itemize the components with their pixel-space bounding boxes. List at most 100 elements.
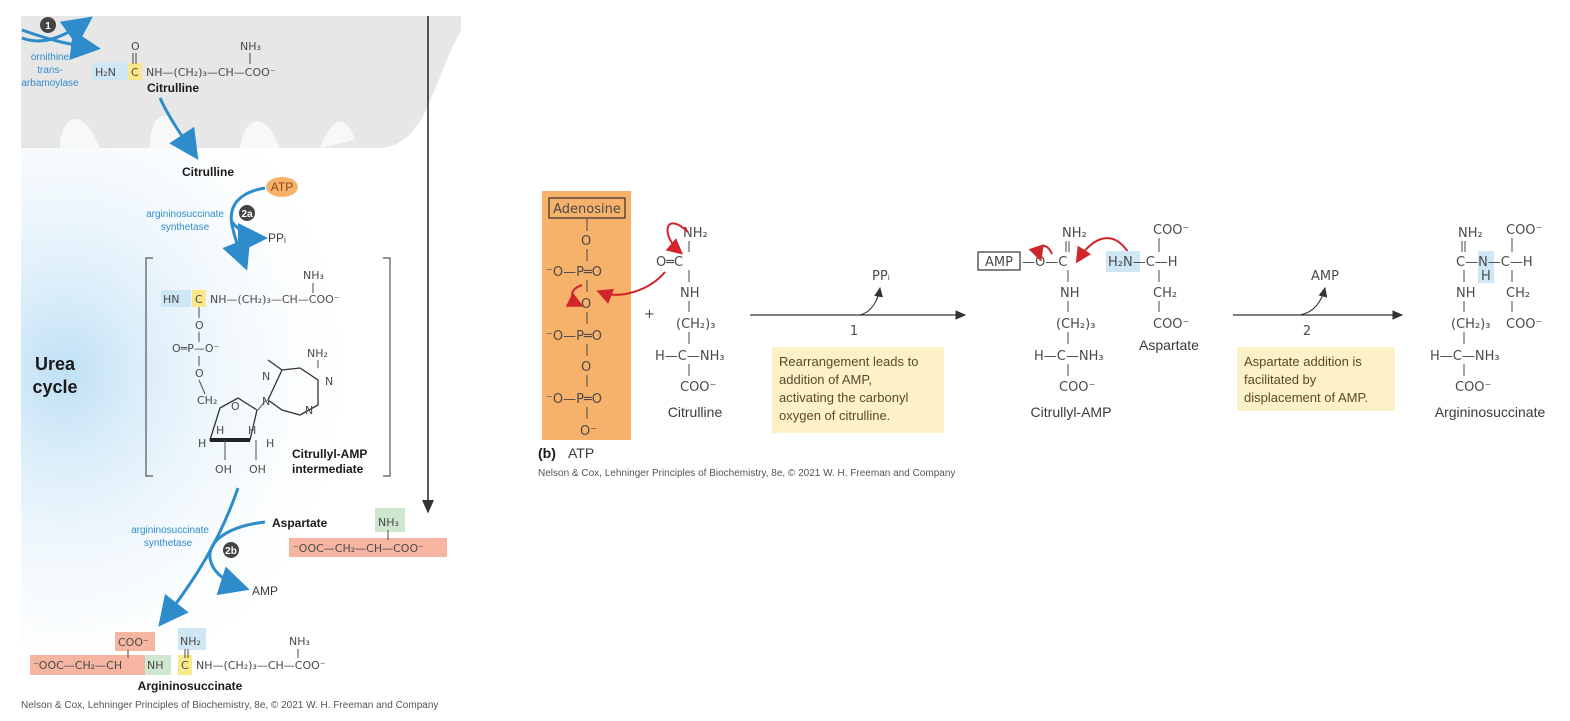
ppi-release-arrow [230,221,268,253]
svg-text:NH—(CH₂)₃—CH—COO⁻: NH—(CH₂)₃—CH—COO⁻ [146,66,276,79]
svg-text:HN: HN [163,293,180,306]
svg-text:OH: OH [249,463,266,476]
adenine-ring [267,359,319,416]
bridge-o: O [195,367,204,380]
step2a-badge [239,205,255,221]
svg-text:O: O [131,40,140,53]
svg-text:H₂N—C—H: H₂N—C—H [1108,255,1178,270]
svg-text:⁻O—P═O: ⁻O—P═O [546,265,602,280]
svg-text:(CH₂)₃: (CH₂)₃ [1451,317,1490,332]
svg-text:NH: NH [1060,286,1080,301]
atp-oval [266,177,298,197]
hl-yellow-c [128,63,142,80]
curly-arrow-attack [596,271,666,304]
svg-text:2a: 2a [241,209,253,220]
svg-text:O: O [581,234,591,249]
svg-text:N: N [305,404,313,417]
svg-text:oxygen of citrulline.: oxygen of citrulline. [779,408,890,423]
svg-text:NH₂: NH₂ [1062,226,1087,241]
svg-text:cycle: cycle [32,377,77,397]
citrullyl-amp-structure: —O—C NH₂ NH (CH₂)₃ H—C—NH₃ COO⁻ [1022,226,1104,395]
svg-text:activating the carbonyl: activating the carbonyl [779,390,908,405]
mitochondrion-matrix [21,16,461,148]
step1-badge [40,17,56,33]
svg-text:Citrulline: Citrulline [668,404,723,420]
adenosine-box [548,197,626,219]
svg-text:NH₂: NH₂ [180,635,201,648]
svg-text:COO⁻: COO⁻ [680,380,716,395]
svg-text:NH—(CH₂)₃—CH—COO⁻: NH—(CH₂)₃—CH—COO⁻ [196,659,326,672]
svg-text:facilitated by: facilitated by [1244,372,1317,387]
svg-text:NH₃: NH₃ [378,516,399,529]
hl-blue-hn [161,290,191,307]
bracket-left [145,257,153,477]
svg-text:Urea: Urea [35,354,76,374]
svg-text:Aspartate addition is: Aspartate addition is [1244,354,1362,369]
citrulline-structure: NH₂ O═C NH (CH₂)₃ H—C—NH₃ COO⁻ [655,226,725,395]
svg-text:NH: NH [147,659,164,672]
svg-text:Adenosine: Adenosine [553,202,621,217]
svg-text:COO⁻: COO⁻ [1455,380,1491,395]
bracket-right [383,257,391,477]
svg-text:(b): (b) [538,445,556,461]
svg-text:NH₂: NH₂ [307,347,328,360]
svg-text:ATP: ATP [271,180,293,194]
svg-text:H: H [1481,269,1491,284]
svg-text:CH₂: CH₂ [1153,286,1177,301]
svg-text:Citrullyl-AMP: Citrullyl-AMP [292,447,367,461]
svg-text:Nelson & Cox, Lehninger Princi: Nelson & Cox, Lehninger Principles of Bi… [21,700,438,711]
svg-text:N: N [262,395,270,408]
svg-text:NH₂: NH₂ [1458,226,1483,241]
hl-blue-h2n [92,63,128,80]
svg-text:1: 1 [45,21,51,32]
amp-box [977,251,1021,271]
svg-text:C—N—C—H: C—N—C—H [1456,255,1533,270]
svg-text:arbamoylase: arbamoylase [21,78,79,89]
left-panel: 1 ornithine trans- arbamoylase H₂N C NH—… [21,16,461,711]
svg-text:Aspartate: Aspartate [272,516,328,530]
plus-sign: + [644,307,655,322]
svg-text:C: C [195,293,203,306]
svg-text:—O—C: —O—C [1022,255,1067,270]
svg-text:AMP: AMP [252,584,278,598]
svg-text:Aspartate: Aspartate [1139,337,1199,353]
svg-text:AMP: AMP [1311,269,1339,284]
hl-salmon-coo [115,632,155,651]
svg-text:COO⁻: COO⁻ [118,636,149,649]
svg-text:O: O [231,400,240,413]
hl-salmon-left [30,655,145,675]
svg-text:Citrulline: Citrulline [182,165,234,179]
svg-text:displacement of AMP.: displacement of AMP. [1244,390,1368,405]
svg-text:OH: OH [215,463,232,476]
svg-text:C: C [131,66,139,79]
svg-text:O═C: O═C [656,255,683,270]
curly-arrow-carbonyl [665,222,689,255]
svg-text:N: N [262,370,270,383]
svg-text:argininosuccinate: argininosuccinate [146,209,224,220]
step1-ppi-arrow [859,286,883,316]
svg-text:COO⁻: COO⁻ [1506,317,1542,332]
svg-text:NH₃: NH₃ [240,40,261,53]
triphosphate-chain: O ⁻O—P═O O ⁻O—P═O O ⁻O—P═O O⁻ [546,219,602,439]
svg-text:⁻O—P═O: ⁻O—P═O [546,392,602,407]
svg-text:2: 2 [1303,324,1311,339]
svg-text:1: 1 [850,324,858,339]
curly-arrow-pyro [565,284,584,307]
svg-text:(CH₂)₃: (CH₂)₃ [676,317,715,332]
step2b-badge [223,542,239,558]
svg-text:intermediate: intermediate [292,462,364,476]
svg-text:COO⁻: COO⁻ [1059,380,1095,395]
hl-green-nh [145,655,171,675]
step1-arrow-b [21,28,101,61]
svg-text:NH—(CH₂)₃—CH—COO⁻: NH—(CH₂)₃—CH—COO⁻ [210,293,340,306]
curly-arrow-leave [1028,244,1053,262]
right-panel: Adenosine O ⁻O—P═O O ⁻O—P═O O ⁻O—P═O O⁻ … [538,191,1545,479]
svg-text:⁻O—P═O: ⁻O—P═O [546,329,602,344]
svg-text:COO⁻: COO⁻ [1153,223,1189,238]
svg-text:H—C—NH₃: H—C—NH₃ [1430,349,1500,364]
svg-text:Citrulline: Citrulline [147,81,199,95]
svg-text:2b: 2b [225,546,237,557]
svg-text:NH: NH [680,286,700,301]
ribose-ring [209,397,258,441]
svg-text:H: H [266,437,274,450]
